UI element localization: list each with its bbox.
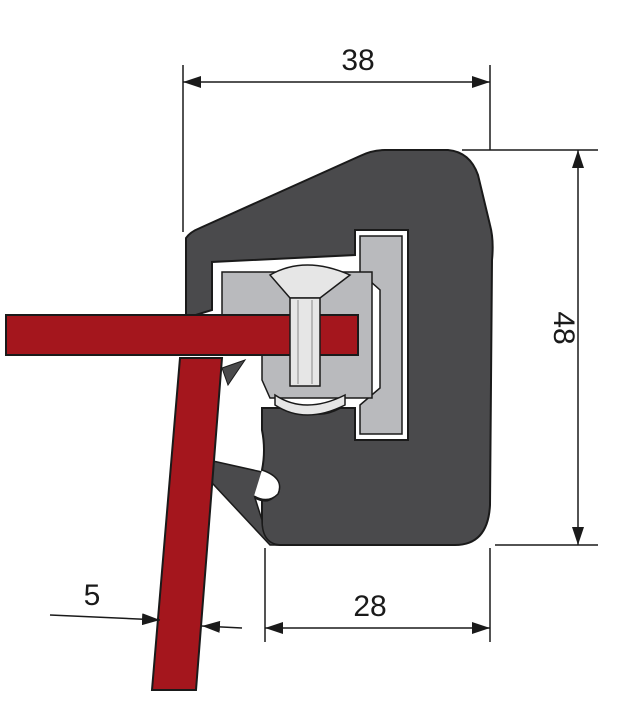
panel-diagonal (150, 357, 224, 691)
dimension-28-label: 28 (353, 590, 386, 623)
dimension-panel: 5 (49, 579, 243, 633)
dimension-right: 48 (462, 149, 598, 546)
dimension-5-label: 5 (84, 579, 101, 612)
screw (268, 264, 352, 416)
dimension-48-label: 48 (547, 311, 580, 344)
dimension-38-label: 38 (341, 44, 374, 77)
dimension-bottom: 28 (264, 548, 491, 642)
dimension-top: 38 (182, 44, 491, 232)
hook-notch (253, 469, 281, 501)
profile-lip-left (221, 359, 247, 387)
